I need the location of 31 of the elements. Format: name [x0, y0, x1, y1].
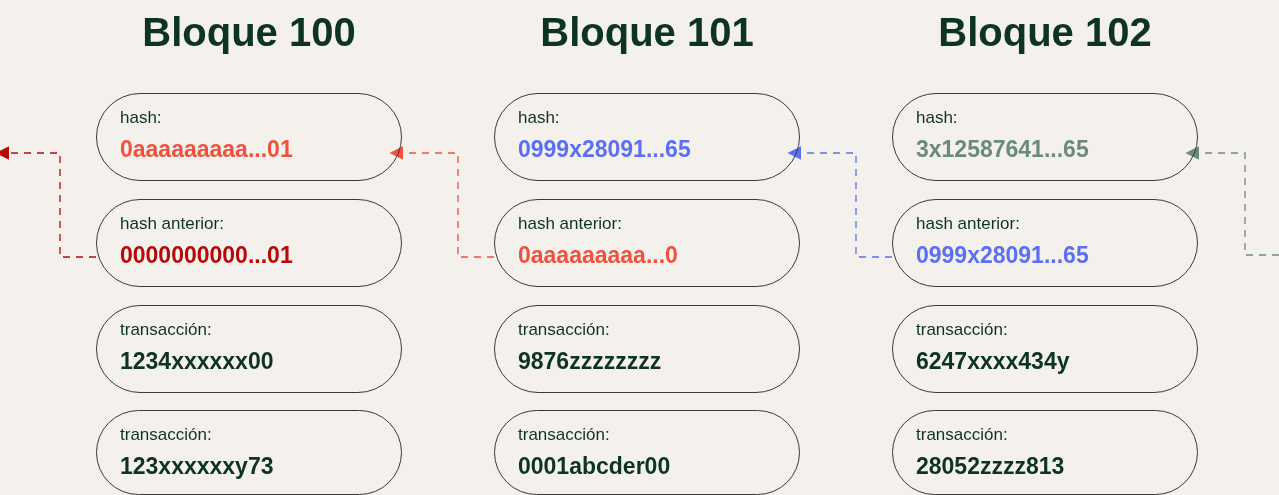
field-label: transacción:	[518, 424, 610, 446]
field-label: hash anterior:	[916, 213, 1020, 235]
field-value: 9876zzzzzzzz	[518, 347, 662, 375]
block-heading: Bloque 101	[539, 9, 755, 56]
field-label: hash anterior:	[120, 213, 224, 235]
field-value: 1234xxxxxx00	[120, 347, 274, 375]
field-label: hash:	[518, 107, 560, 129]
field-label: hash anterior:	[518, 213, 622, 235]
field-label: transacción:	[120, 424, 212, 446]
field-label: transacción:	[120, 319, 212, 341]
field-value: 0000000000...01	[120, 241, 293, 269]
field-label: transacción:	[916, 319, 1008, 341]
dashed-arrow	[389, 146, 495, 258]
block-heading: Bloque 102	[937, 9, 1153, 56]
field-value: 28052zzzz813	[916, 452, 1065, 480]
field-value: 0001abcder00	[518, 452, 671, 480]
dashed-arrow	[0, 146, 97, 258]
field-label: transacción:	[916, 424, 1008, 446]
field-value: 6247xxxx434y	[916, 347, 1070, 375]
field-value: 3x12587641...65	[916, 135, 1089, 163]
field-value: 0aaaaaaaaa...01	[120, 135, 293, 163]
dashed-arrow	[1185, 146, 1279, 256]
field-label: hash:	[120, 107, 162, 129]
field-label: hash:	[916, 107, 958, 129]
field-value: 0aaaaaaaaa...0	[518, 241, 678, 269]
block-heading: Bloque 100	[141, 9, 357, 56]
field-value: 123xxxxxxy73	[120, 452, 274, 480]
field-value: 0999x28091...65	[518, 135, 691, 163]
field-value: 0999x28091...65	[916, 241, 1089, 269]
field-label: transacción:	[518, 319, 610, 341]
dashed-arrow	[787, 146, 893, 258]
